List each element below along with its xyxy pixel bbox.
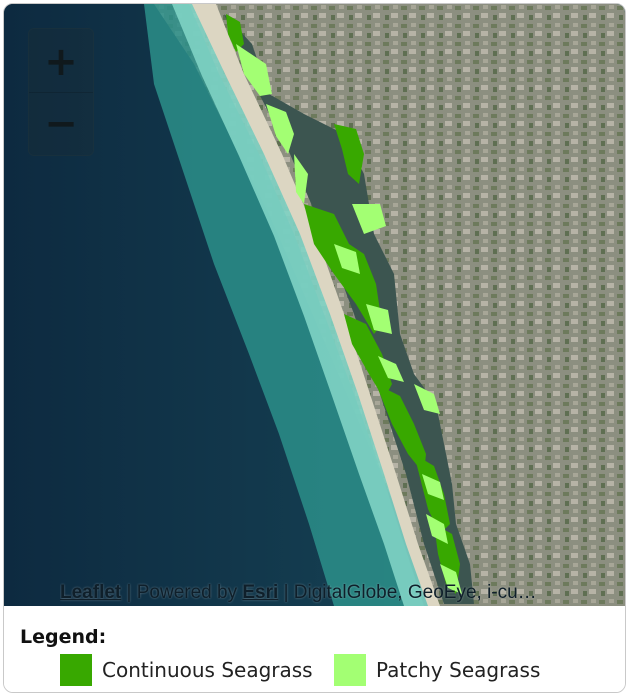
legend-title: Legend: xyxy=(20,626,107,648)
legend-label: Patchy Seagrass xyxy=(376,658,541,682)
attribution-separator: | xyxy=(278,582,294,603)
legend-panel: Legend: Continuous Seagrass Patchy Seagr… xyxy=(4,606,625,692)
powered-by-text: Powered by xyxy=(136,582,243,603)
satellite-imagery xyxy=(4,4,625,606)
surf-zone xyxy=(172,4,430,606)
esri-link[interactable]: Esri xyxy=(242,582,279,603)
map-view[interactable]: + − Leaflet | Powered by Esri | DigitalG… xyxy=(4,4,625,606)
leaflet-link[interactable]: Leaflet xyxy=(60,582,122,603)
imagery-sources-text: DigitalGlobe, GeoEye, i-cu… xyxy=(293,582,537,603)
continuous-seagrass-swatch xyxy=(60,654,92,686)
legend-item-patchy-seagrass: Patchy Seagrass xyxy=(334,654,540,686)
zoom-out-button[interactable]: − xyxy=(44,101,78,147)
barrier-island xyxy=(192,4,440,606)
map-attribution: Leaflet | Powered by Esri | DigitalGlobe… xyxy=(60,580,625,606)
legend-label: Continuous Seagrass xyxy=(102,658,313,682)
patchy-seagrass-swatch xyxy=(334,654,366,686)
attribution-separator: | xyxy=(121,582,137,603)
map-widget: + − Leaflet | Powered by Esri | DigitalG… xyxy=(3,3,626,693)
zoom-control: + − xyxy=(28,28,94,156)
patchy-seagrass-layer xyxy=(236,44,462,594)
zoom-in-button[interactable]: + xyxy=(44,39,78,85)
legend-item-continuous-seagrass: Continuous Seagrass xyxy=(60,654,313,686)
zoom-separator xyxy=(29,92,93,93)
